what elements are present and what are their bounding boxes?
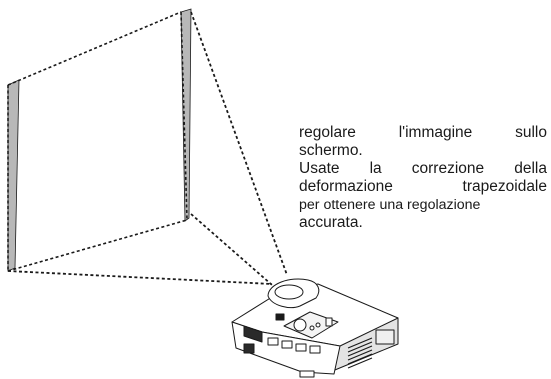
caption-line-4: deformazione trapezoidale bbox=[299, 178, 547, 195]
projector-power-socket bbox=[243, 343, 255, 354]
projector-side-panel bbox=[375, 329, 395, 345]
projector-control-dpad bbox=[293, 318, 307, 332]
beam-side-line bbox=[190, 213, 273, 286]
caption-line-6: accurata. bbox=[299, 214, 363, 231]
beam-bottom-line bbox=[7, 270, 273, 285]
screen-bottom-edge bbox=[7, 219, 188, 272]
screen-top-edge bbox=[7, 11, 182, 86]
projector-front-port-4 bbox=[309, 345, 321, 354]
keystone-screen-outline bbox=[7, 8, 192, 272]
projector-vent bbox=[347, 337, 373, 369]
projector-control-label bbox=[325, 317, 333, 327]
projector-device-illustration bbox=[231, 278, 399, 378]
projector-front-connector-strip bbox=[243, 325, 263, 343]
screen-right-edge bbox=[180, 11, 188, 221]
projector-control-button-2 bbox=[315, 322, 321, 328]
caption-line-2: schermo. bbox=[299, 142, 363, 159]
caption-line-1: regolare l'immagine sullo bbox=[299, 124, 547, 141]
projector-control-button-1 bbox=[309, 325, 315, 331]
projection-beam bbox=[7, 11, 288, 286]
beam-top-line bbox=[190, 11, 288, 276]
caption-line-3: Usate la correzione della bbox=[299, 160, 547, 177]
projector-control-panel bbox=[283, 311, 339, 339]
projector-top-sensor bbox=[275, 313, 285, 321]
projector-lens-ring bbox=[274, 284, 304, 300]
projector-front-port-3 bbox=[295, 343, 307, 352]
projector-foot bbox=[299, 370, 315, 378]
screen-left-edge-strip bbox=[7, 79, 20, 272]
projector-front-port-2 bbox=[281, 340, 293, 349]
caption-line-5: per ottenere una regolazione bbox=[299, 197, 481, 213]
projector-front-port-1 bbox=[267, 337, 279, 346]
screen-right-edge-strip bbox=[180, 8, 192, 222]
instruction-caption: regolare l'immagine sullo schermo. Usate… bbox=[299, 124, 547, 232]
